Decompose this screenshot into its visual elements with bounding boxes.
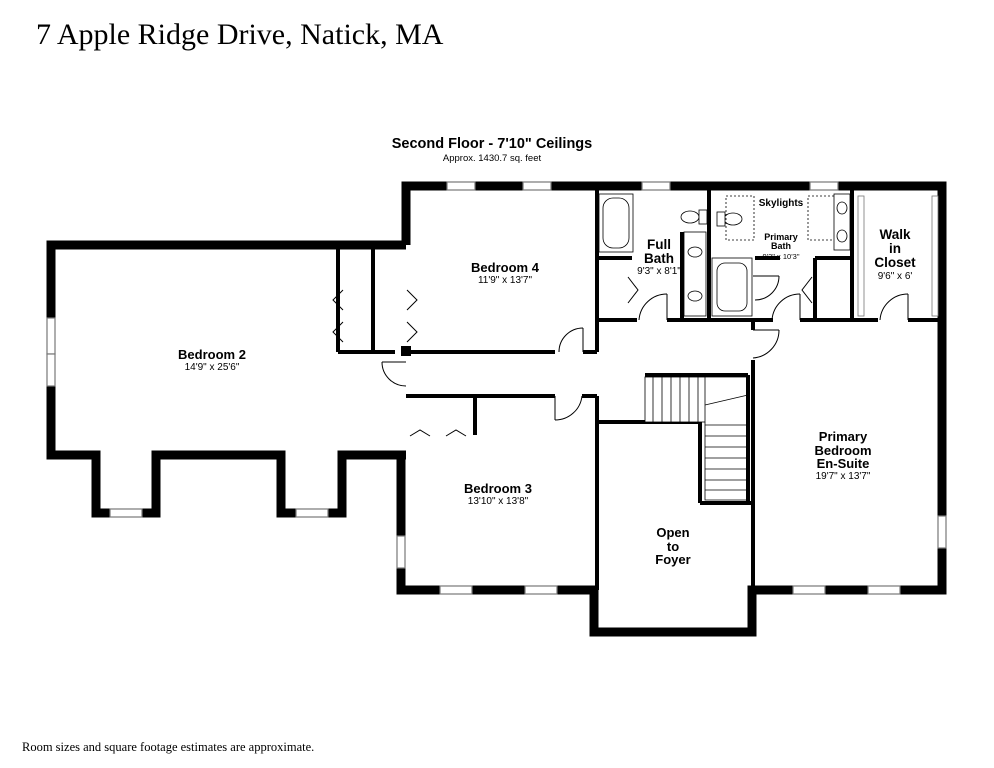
room-label-primary-bedroom: Primary Bedroom En-Suite 19'7" x 13'7" (814, 430, 871, 482)
skylight-1 (725, 195, 755, 241)
closet-doors (332, 276, 813, 437)
room-name: Walk (879, 227, 911, 242)
room-dimensions: 9'6" x 6' (877, 270, 913, 282)
footer-disclaimer: Room sizes and square footage estimates … (22, 740, 315, 754)
room-dimensions: 11'9" x 13'7" (477, 274, 533, 286)
room-label-bedroom-2: Bedroom 2 14'9" x 25'6" (178, 348, 246, 373)
toilet-primary-bath (723, 212, 743, 226)
room-label-bedroom-3: Bedroom 3 13'10" x 13'8" (464, 482, 532, 507)
room-name: Foyer (655, 552, 691, 568)
room-dimensions: 14'9" x 25'6" (184, 361, 240, 373)
room-name: Bath (643, 251, 674, 267)
room-name: Open (656, 525, 690, 540)
room-name: En-Suite (816, 456, 870, 472)
room-name: Primary (818, 429, 868, 444)
vanity-full-bath (683, 231, 707, 317)
room-name: Closet (874, 255, 916, 271)
room-name: Full (646, 237, 671, 252)
windows (46, 181, 947, 595)
floor-area: Approx. 1430.7 sq. feet (442, 153, 542, 164)
room-label-full-bath: Full Bath 9'3" x 8'1" (637, 237, 681, 278)
stairs (644, 376, 749, 501)
room-label-bedroom-4: Bedroom 4 11'9" x 13'7" (471, 261, 539, 286)
room-name: in (888, 241, 901, 257)
skylights-label: Skylights (758, 198, 804, 209)
toilet-full-bath (680, 210, 700, 224)
room-dimensions: 13'10" x 13'8" (467, 495, 529, 507)
floor-plan-title: Second Floor - 7'10" Ceilings (391, 136, 593, 152)
room-dimensions: 9'3" x 10'3" (762, 251, 800, 261)
room-name: Primary (764, 232, 798, 242)
exterior-walls (46, 181, 947, 637)
room-dimensions: 9'3" x 8'1" (637, 266, 681, 278)
main-outline (396, 181, 947, 637)
fixtures (598, 193, 851, 317)
room-dimensions: 19'7" x 13'7" (815, 470, 871, 482)
room-name: to (666, 538, 680, 554)
room-name: Bedroom (814, 442, 872, 458)
doors (381, 275, 909, 421)
room-name: Bath (771, 241, 791, 252)
skylight-2 (807, 195, 837, 241)
room-label-open-to-foyer: Open to Foyer (655, 526, 690, 567)
room-name: Bedroom 2 (178, 347, 246, 362)
room-name: Bedroom 3 (464, 481, 532, 496)
room-name: Bedroom 4 (471, 260, 539, 275)
page-title: 7 Apple Ridge Drive, Natick, MA (36, 18, 444, 51)
room-label-primary-bath: Primary Bath 9'3" x 10'3" (762, 232, 800, 261)
west-wing-outline (46, 240, 406, 518)
room-label-walk-in-closet: Walk in Closet 9'6" x 6' (874, 227, 916, 282)
